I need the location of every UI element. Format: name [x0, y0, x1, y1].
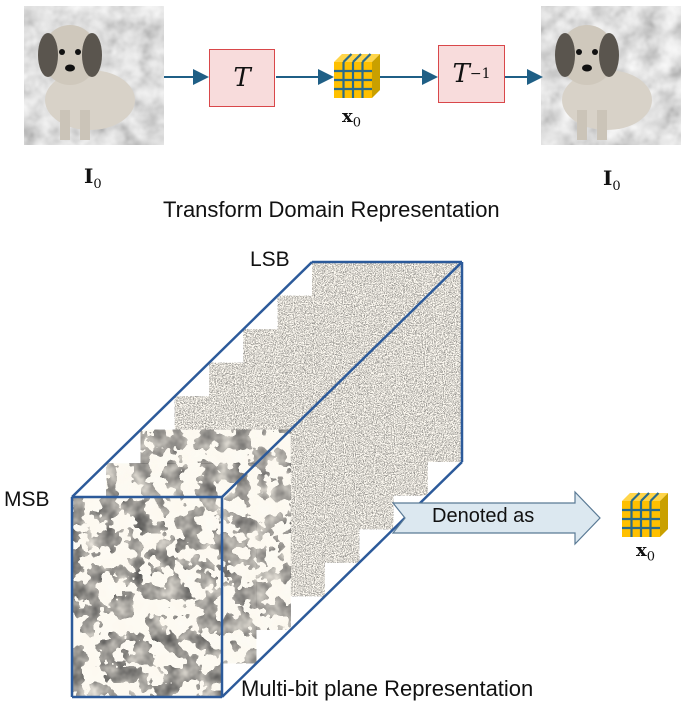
transform-box: T — [209, 49, 275, 107]
lsb-label: LSB — [250, 248, 290, 271]
bitplane-caption: Multi-bit plane Representation — [241, 676, 534, 701]
coefficient-symbol: x — [342, 106, 353, 127]
input-label: I0 — [84, 164, 102, 192]
bit-plane-stack — [70, 260, 464, 699]
msb-label: MSB — [4, 488, 50, 511]
coefficient-symbol-bottom: x — [636, 540, 647, 561]
input-image — [24, 6, 164, 145]
inverse-transform-box: T−1 — [438, 45, 505, 103]
denoted-as-label: Denoted as — [432, 505, 535, 527]
input-subscript: 0 — [93, 177, 102, 192]
coefficient-label: x0 — [342, 106, 361, 131]
coefficient-label-bottom: x0 — [636, 540, 655, 565]
coefficient-subscript: 0 — [352, 115, 362, 131]
output-label: I0 — [603, 166, 621, 194]
transform-symbol: T — [233, 63, 251, 93]
stack-frame-edge — [71, 261, 313, 498]
denoted-as-arrow — [391, 490, 601, 546]
inverse-transform-symbol: T — [452, 59, 470, 89]
output-symbol: I — [603, 166, 613, 190]
output-image — [541, 6, 681, 145]
stack-frame-edge — [221, 261, 463, 498]
coefficient-subscript-bottom: 0 — [646, 549, 656, 565]
bit-plane-texture-1 — [72, 497, 222, 697]
inverse-exponent: −1 — [469, 66, 491, 82]
transform-caption: Transform Domain Representation — [163, 197, 500, 222]
output-subscript: 0 — [612, 179, 621, 194]
coefficient-cube-icon — [332, 52, 382, 100]
coefficient-cube-icon-bottom — [620, 491, 670, 539]
stack-frame-edge — [221, 461, 463, 698]
input-symbol: I — [84, 164, 94, 188]
